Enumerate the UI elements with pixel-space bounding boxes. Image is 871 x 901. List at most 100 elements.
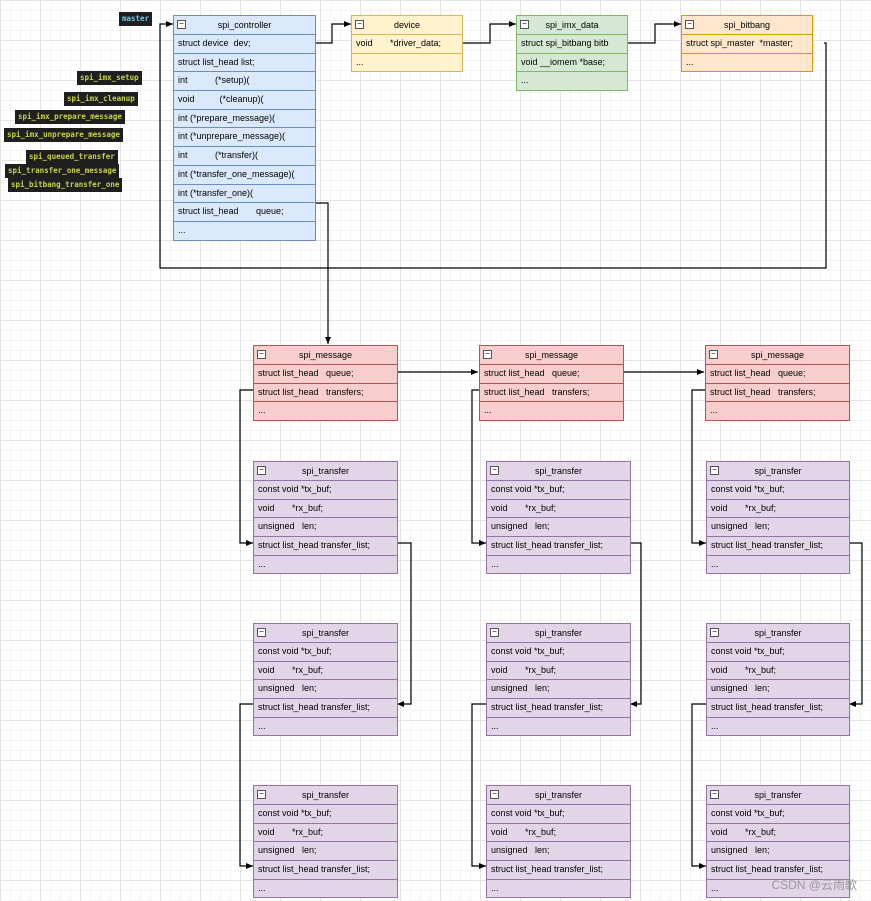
collapse-icon[interactable]: − bbox=[177, 20, 186, 29]
field-row: unsigned len; bbox=[487, 842, 630, 862]
spi-transfer-box[interactable]: −spi_transfer const void *tx_buf; void *… bbox=[486, 623, 631, 737]
collapse-icon[interactable]: − bbox=[257, 350, 266, 359]
field-row: int (*transfer_one_message)( bbox=[174, 166, 315, 185]
func-label: spi_bitbang_transfer_one bbox=[8, 178, 123, 192]
field-row: unsigned len; bbox=[254, 842, 397, 862]
field-row: int (*transfer_one)( bbox=[174, 185, 315, 204]
field-row: int (*setup)( bbox=[174, 72, 315, 92]
spi-message-box[interactable]: −spi_message struct list_head queue; str… bbox=[705, 345, 850, 422]
field-row: void *rx_buf; bbox=[254, 824, 397, 843]
box-header: −spi_bitbang bbox=[682, 16, 812, 35]
queue-to-message-edge bbox=[315, 202, 331, 344]
col3-t1-t2-edge bbox=[849, 542, 863, 707]
box-header: − spi_transfer bbox=[254, 624, 397, 643]
spi-message-box[interactable]: −spi_message struct list_head queue; str… bbox=[253, 345, 398, 422]
field-row: unsigned len; bbox=[707, 680, 849, 700]
field-row: unsigned len; bbox=[707, 518, 849, 538]
box-title: spi_transfer bbox=[754, 628, 802, 638]
box-title: spi_transfer bbox=[754, 466, 802, 476]
collapse-icon[interactable]: − bbox=[710, 790, 719, 799]
dev-to-device-edge bbox=[315, 21, 351, 44]
master-label: master bbox=[119, 12, 153, 26]
box-header: − spi_controller bbox=[174, 16, 315, 35]
collapse-icon[interactable]: − bbox=[490, 790, 499, 799]
field-row: const void *tx_buf; bbox=[487, 643, 630, 662]
box-header: −spi_imx_data bbox=[517, 16, 627, 35]
collapse-icon[interactable]: − bbox=[490, 466, 499, 475]
box-header: − spi_transfer bbox=[254, 786, 397, 805]
field-row: struct list_head transfer_list; bbox=[254, 537, 397, 556]
box-header: −spi_message bbox=[706, 346, 849, 365]
field-row: ... bbox=[711, 558, 719, 569]
field-row: struct list_head transfers; bbox=[254, 384, 397, 403]
box-title: spi_transfer bbox=[754, 790, 802, 800]
field-row: struct list_head transfers; bbox=[480, 384, 623, 403]
box-title: spi_transfer bbox=[534, 790, 583, 800]
field-row: ... bbox=[710, 405, 718, 416]
box-header: −device bbox=[352, 16, 462, 35]
collapse-icon[interactable]: − bbox=[257, 790, 266, 799]
collapse-icon[interactable]: − bbox=[490, 628, 499, 637]
field-row: void *rx_buf; bbox=[707, 824, 849, 843]
spi-transfer-box[interactable]: −spi_transfer const void *tx_buf; void *… bbox=[706, 623, 850, 737]
box-title: spi_transfer bbox=[534, 466, 583, 476]
field-row: ... bbox=[484, 405, 492, 416]
collapse-icon[interactable]: − bbox=[685, 20, 694, 29]
field-row: ... bbox=[711, 720, 719, 731]
field-row: struct list_head queue; bbox=[174, 203, 315, 222]
col3-t2-t3-edge bbox=[691, 703, 706, 869]
collapse-icon[interactable]: − bbox=[710, 466, 719, 475]
box-header: − spi_message bbox=[254, 346, 397, 365]
collapse-icon[interactable]: − bbox=[520, 20, 529, 29]
spi-transfer-box[interactable]: −spi_transfer const void *tx_buf; void *… bbox=[706, 461, 850, 575]
func-label: spi_imx_setup bbox=[77, 71, 142, 85]
collapse-icon[interactable]: − bbox=[483, 350, 492, 359]
func-label: spi_transfer_one_message bbox=[5, 164, 120, 178]
field-row: void __iomem *base; bbox=[517, 54, 627, 73]
spi-transfer-box[interactable]: −spi_transfer const void *tx_buf; void *… bbox=[486, 785, 631, 899]
collapse-icon[interactable]: − bbox=[355, 20, 364, 29]
device-box[interactable]: −device void *driver_data; ... bbox=[351, 15, 463, 73]
field-row: struct list_head queue; bbox=[706, 365, 849, 384]
field-row: unsigned len; bbox=[487, 680, 630, 700]
box-title: spi_transfer bbox=[301, 628, 350, 638]
collapse-icon[interactable]: − bbox=[709, 350, 718, 359]
spi-transfer-box[interactable]: −spi_transfer const void *tx_buf; void *… bbox=[253, 461, 398, 575]
field-row: struct list_head transfer_list; bbox=[254, 861, 397, 880]
spi-controller-box[interactable]: −spi_controller struct device dev; struc… bbox=[173, 15, 316, 241]
field-row: const void *tx_buf; bbox=[707, 643, 849, 662]
spi-bitbang-box[interactable]: −spi_bitbang struct spi_master *master; … bbox=[681, 15, 813, 73]
box-header: − spi_transfer bbox=[707, 624, 849, 643]
field-row: void *rx_buf; bbox=[487, 662, 630, 681]
field-row: ... bbox=[258, 720, 266, 731]
box-header: − spi_transfer bbox=[707, 462, 849, 481]
col2-t2-t3-edge bbox=[471, 703, 486, 869]
field-row: void *rx_buf; bbox=[707, 500, 849, 519]
spi-transfer-box[interactable]: −spi_transfer const void *tx_buf; void *… bbox=[253, 623, 398, 737]
spi-transfer-box[interactable]: −spi_transfer const void *tx_buf; void *… bbox=[706, 785, 850, 899]
field-row: unsigned len; bbox=[254, 518, 397, 538]
func-label: spi_imx_prepare_message bbox=[15, 110, 125, 124]
collapse-icon[interactable]: − bbox=[257, 466, 266, 475]
field-row: ... bbox=[178, 224, 186, 235]
box-title: spi_transfer bbox=[301, 790, 350, 800]
collapse-icon[interactable]: − bbox=[710, 628, 719, 637]
field-row: ... bbox=[491, 882, 499, 893]
spi-message-box[interactable]: −spi_message struct list_head queue; str… bbox=[479, 345, 624, 422]
field-row: struct list_head transfer_list; bbox=[707, 699, 849, 718]
spi-imx-data-box[interactable]: −spi_imx_data struct spi_bitbang bitb vo… bbox=[516, 15, 628, 92]
spi-transfer-box[interactable]: − spi_transfer const void *tx_buf; void *… bbox=[486, 461, 631, 575]
collapse-icon[interactable]: − bbox=[257, 628, 266, 637]
field-row: ... bbox=[258, 405, 266, 416]
field-row: const void *tx_buf; bbox=[487, 481, 630, 500]
field-row: const void *tx_buf; bbox=[254, 643, 397, 662]
field-row: struct spi_bitbang bitb bbox=[517, 35, 627, 54]
field-row: struct list_head transfer_list; bbox=[254, 699, 397, 718]
box-title: spi_message bbox=[298, 350, 353, 360]
field-row: ... bbox=[258, 558, 266, 569]
field-row: void *rx_buf; bbox=[487, 824, 630, 843]
spi-transfer-box[interactable]: −spi_transfer const void *tx_buf; void *… bbox=[253, 785, 398, 899]
box-title: spi_controller bbox=[217, 20, 272, 30]
field-row: void *rx_buf; bbox=[487, 500, 630, 519]
